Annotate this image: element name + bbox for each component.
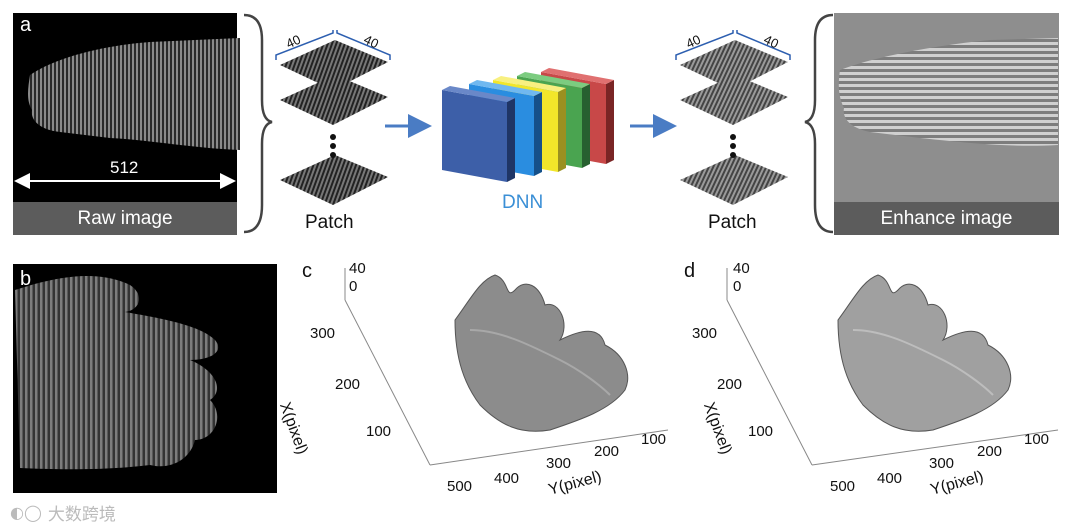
panel-b-image	[13, 264, 277, 493]
panel-d-letter: d	[684, 260, 696, 282]
panel-c-x-tick-300: 300	[310, 325, 336, 342]
panel-c-y-tick-200: 200	[594, 443, 620, 460]
dnn-label: DNN	[502, 192, 544, 213]
patch-label-left: Patch	[305, 212, 354, 233]
watermark-logo-icon: ◐◯	[10, 503, 42, 522]
panel-d-z-tick-40: 40	[733, 260, 750, 277]
raw-image-caption: Raw image	[13, 202, 237, 235]
panel-d-x-tick-100: 100	[748, 423, 774, 440]
watermark-text: 大数跨境	[47, 505, 116, 525]
panel-c-hand-surface	[454, 274, 629, 432]
panel-d-hand-surface	[837, 274, 1012, 432]
panel-b-letter: b	[20, 268, 32, 290]
input-patch-stack	[275, 30, 391, 205]
panel-c-x-tick-200: 200	[335, 376, 361, 393]
panel-d-x-tick-300: 300	[692, 325, 718, 342]
patch-label-right: Patch	[708, 212, 757, 233]
raw-width-label: 512	[110, 158, 139, 177]
enhanced-image-caption: Enhance image	[834, 202, 1059, 235]
panel-c-axes	[344, 268, 669, 466]
panel-d-y-tick-100: 100	[1024, 431, 1050, 448]
panel-c-y-tick-500: 500	[447, 478, 473, 495]
panel-d-y-tick-500: 500	[830, 478, 856, 495]
panel-d-z-tick-0: 0	[733, 278, 742, 295]
panel-d-axes	[726, 268, 1059, 466]
panel-c-y-tick-300: 300	[546, 455, 572, 472]
panel-d-y-tick-400: 400	[877, 470, 903, 487]
panel-d-y-tick-200: 200	[977, 443, 1003, 460]
panel-d-y-tick-300: 300	[929, 455, 955, 472]
panel-c-y-tick-400: 400	[494, 470, 520, 487]
panel-c-z-tick-40: 40	[349, 260, 366, 277]
dnn-block	[442, 68, 614, 182]
panel-d-x-tick-200: 200	[717, 376, 743, 393]
panel-c-z-tick-0: 0	[349, 278, 358, 295]
left-brace	[243, 13, 273, 234]
watermark: ◐◯ 大数跨境	[10, 500, 116, 525]
right-brace	[804, 13, 834, 234]
panel-c-y-tick-100: 100	[641, 431, 667, 448]
output-patch-stack	[675, 30, 791, 205]
panel-c-x-tick-100: 100	[366, 423, 392, 440]
panel-c-letter: c	[302, 260, 312, 282]
panel-a-letter: a	[20, 14, 32, 36]
